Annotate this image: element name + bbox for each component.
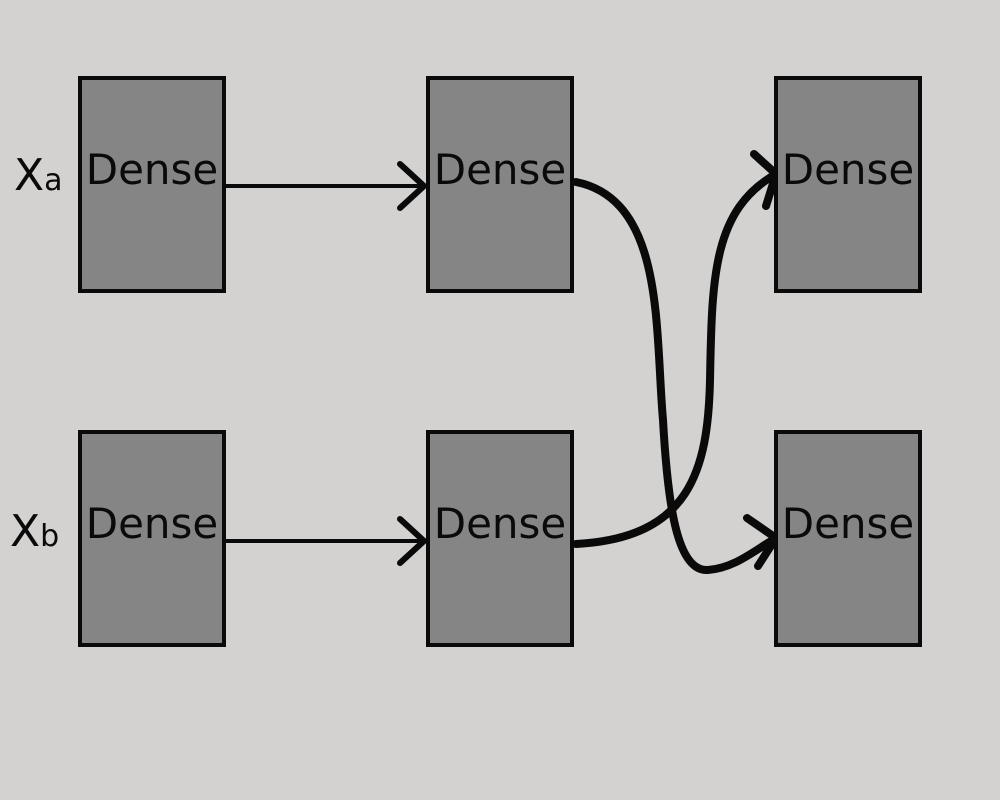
arrowhead-a2 <box>397 161 427 211</box>
arrowhead-b3 <box>743 514 780 570</box>
dense-node-b1-label: Dense <box>85 499 219 548</box>
edge-b2-to-a3 <box>572 170 780 548</box>
input-label-xa-sub: a <box>44 163 63 198</box>
input-label-xa: Xa <box>14 152 63 205</box>
dense-node-b2-label: Dense <box>433 499 567 548</box>
dense-node-b2: Dense <box>426 430 574 647</box>
dense-node-b3: Dense <box>774 430 922 647</box>
dense-node-b1: Dense <box>78 430 226 647</box>
dense-node-a1-label: Dense <box>85 145 219 194</box>
arrowhead-b2 <box>397 516 427 566</box>
input-label-xa-base: X <box>14 150 45 201</box>
dense-node-a3-label: Dense <box>781 145 915 194</box>
dense-node-a1: Dense <box>78 76 226 293</box>
dense-node-a3: Dense <box>774 76 922 293</box>
dense-node-b3-label: Dense <box>781 499 915 548</box>
dense-node-a2-label: Dense <box>433 145 567 194</box>
input-label-xb: Xb <box>10 508 59 561</box>
input-label-xb-sub: b <box>40 519 60 554</box>
input-label-xb-base: X <box>10 506 41 557</box>
edge-a2-to-b3 <box>572 178 780 574</box>
dense-node-a2: Dense <box>426 76 574 293</box>
